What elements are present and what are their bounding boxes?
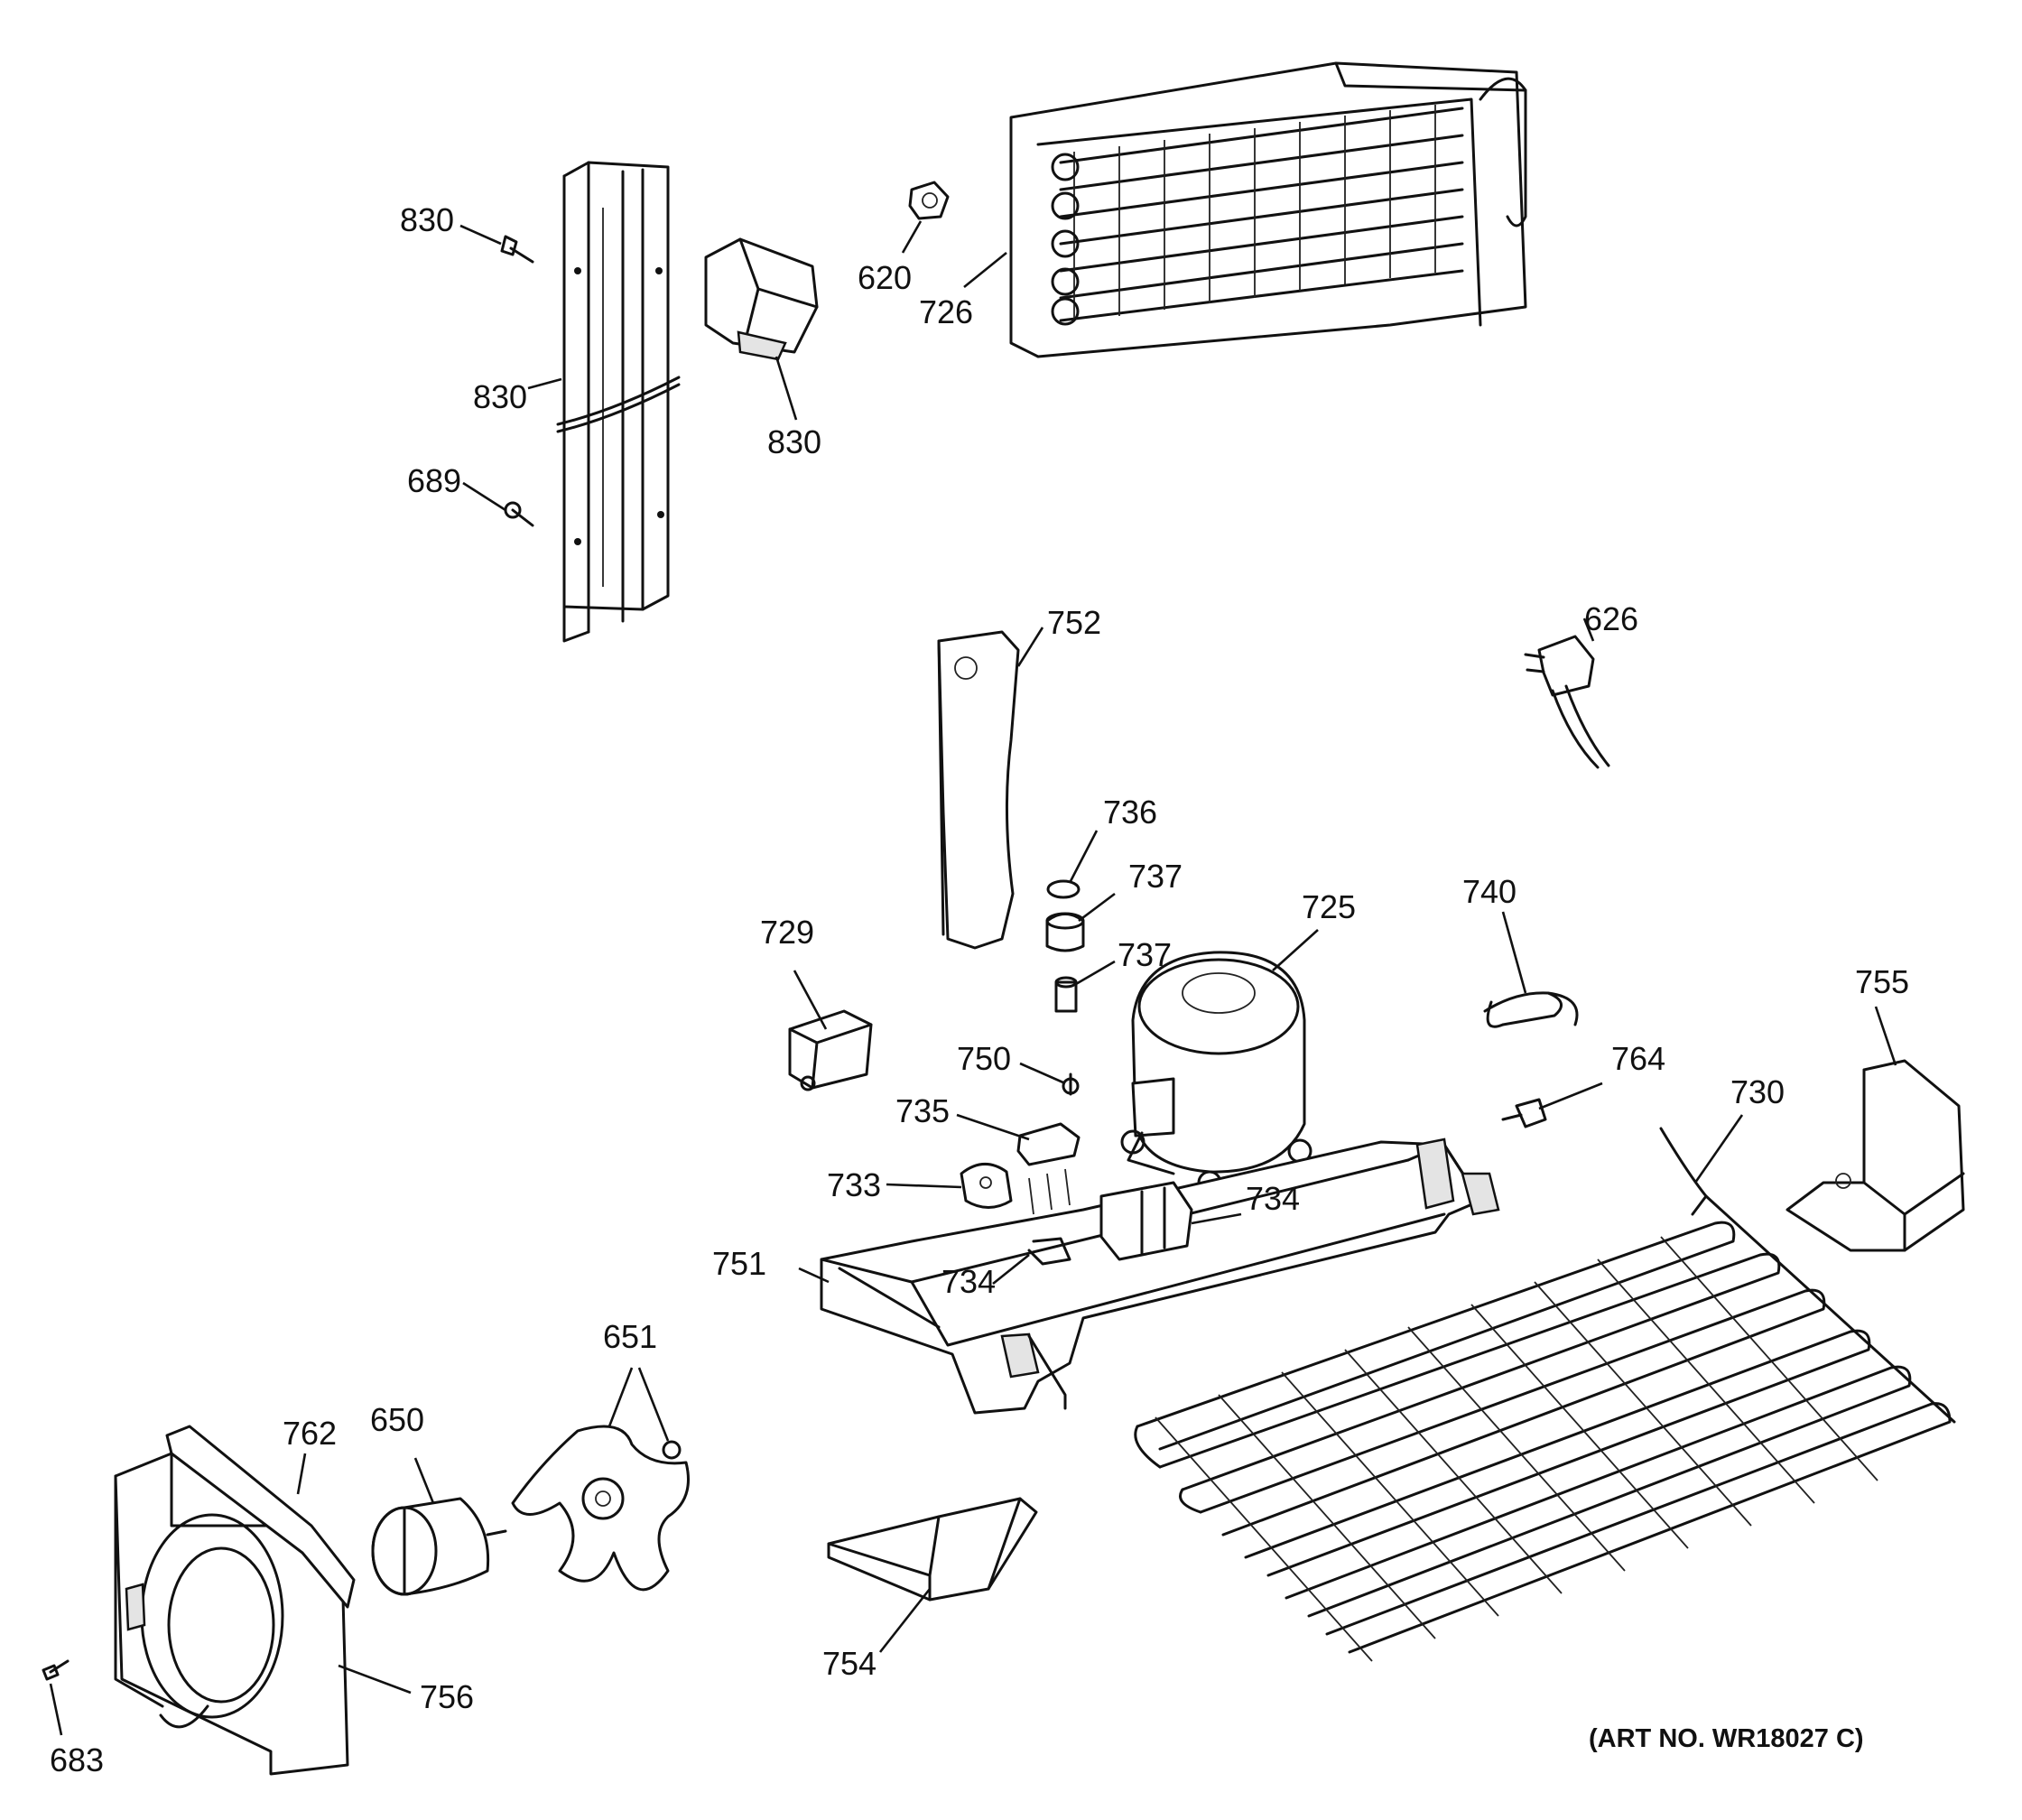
screw-689 bbox=[504, 501, 534, 527]
washer-736 bbox=[1046, 879, 1081, 899]
condenser-tubes bbox=[1134, 1221, 1952, 1654]
service-cord bbox=[1524, 635, 1610, 769]
art-number: (ART NO. WR18027 C) bbox=[1589, 1724, 1864, 1753]
callout-726: 726 bbox=[919, 293, 973, 330]
callout-730: 730 bbox=[1730, 1073, 1785, 1110]
mounting-bracket bbox=[937, 630, 1020, 950]
callout-736: 736 bbox=[1103, 794, 1157, 831]
callout-734: 734 bbox=[1246, 1180, 1300, 1217]
compressor bbox=[1120, 951, 1312, 1195]
condenser-wires bbox=[1155, 1236, 1878, 1662]
fan-shroud bbox=[114, 1452, 349, 1776]
gasket-762 bbox=[165, 1425, 356, 1609]
start-device-734 bbox=[1099, 1181, 1193, 1261]
callout-756: 756 bbox=[420, 1678, 474, 1715]
callout-735: 735 bbox=[895, 1092, 950, 1129]
callout-620: 620 bbox=[858, 259, 912, 296]
base-pan bbox=[820, 1138, 1500, 1415]
screw-830 bbox=[500, 235, 534, 264]
callout-651: 651 bbox=[603, 1318, 657, 1355]
grommet-737-upper bbox=[1045, 912, 1085, 952]
overload-733 bbox=[960, 1163, 1013, 1209]
relay-729 bbox=[788, 1009, 873, 1091]
sleeve-737-lower bbox=[1054, 976, 1078, 1013]
callout-650: 650 bbox=[370, 1401, 424, 1438]
callout-750: 750 bbox=[957, 1040, 1011, 1077]
clip-734 bbox=[1027, 1237, 1071, 1266]
callout-762: 762 bbox=[283, 1415, 337, 1452]
cover-735 bbox=[1016, 1122, 1081, 1166]
clip-764 bbox=[1501, 1098, 1547, 1128]
relay-cover bbox=[704, 237, 819, 361]
harness-740 bbox=[1483, 991, 1579, 1028]
callout-755: 755 bbox=[1855, 963, 1909, 1000]
channel-bracket bbox=[556, 161, 681, 643]
callout-751: 751 bbox=[712, 1245, 766, 1282]
screw-683 bbox=[42, 1659, 70, 1681]
evaporator bbox=[1009, 61, 1527, 358]
callout-733: 733 bbox=[827, 1166, 881, 1203]
callout-830: 830 bbox=[473, 378, 527, 415]
callout-725: 725 bbox=[1302, 888, 1356, 925]
callout-626: 626 bbox=[1584, 600, 1638, 637]
evaporator-return-bends bbox=[1051, 153, 1080, 326]
callout-737: 737 bbox=[1128, 858, 1183, 895]
condenser bbox=[1134, 1127, 1956, 1662]
callout-683: 683 bbox=[50, 1741, 104, 1778]
callout-830: 830 bbox=[767, 423, 821, 460]
fan-blade bbox=[511, 1425, 690, 1592]
screw-750 bbox=[1062, 1072, 1080, 1096]
callout-740: 740 bbox=[1462, 873, 1516, 910]
clip-620 bbox=[908, 181, 950, 220]
leader-lines bbox=[49, 220, 1897, 1736]
evaporator-fins bbox=[1059, 105, 1464, 322]
bracket-755 bbox=[1785, 1059, 1965, 1252]
fan-motor bbox=[371, 1497, 507, 1596]
callout-737: 737 bbox=[1118, 936, 1172, 973]
duct-754 bbox=[827, 1497, 1038, 1602]
callout-729: 729 bbox=[760, 914, 814, 951]
nut-651 bbox=[662, 1440, 682, 1460]
callout-734: 734 bbox=[941, 1263, 996, 1300]
callout-830: 830 bbox=[400, 201, 454, 238]
callout-labels: 830 830 830 689 620 726 752 626 736 737 … bbox=[50, 201, 1909, 1778]
callout-752: 752 bbox=[1047, 604, 1101, 641]
callout-754: 754 bbox=[822, 1645, 877, 1682]
callout-764: 764 bbox=[1611, 1040, 1665, 1077]
callout-689: 689 bbox=[407, 462, 461, 499]
